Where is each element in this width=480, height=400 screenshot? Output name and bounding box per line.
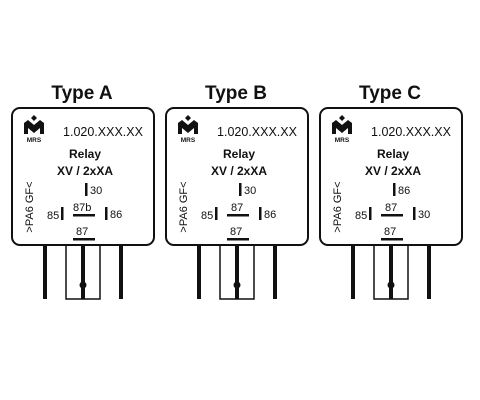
- pin-label-center: 87: [385, 202, 397, 214]
- pin-label-right: 86: [264, 209, 276, 221]
- pin-marker-right: [105, 207, 108, 220]
- part-number: 1.020.XXX.XX: [371, 125, 452, 139]
- pin-label-left: 85: [201, 210, 213, 222]
- part-number: 1.020.XXX.XX: [217, 125, 298, 139]
- pin-label-right: 86: [110, 209, 122, 221]
- part-number: 1.020.XXX.XX: [63, 125, 144, 139]
- pin-marker-center: [381, 214, 403, 217]
- pin-marker-top: [85, 183, 88, 196]
- pin-label-left: 85: [355, 210, 367, 222]
- mrs-logo-icon: MRS: [24, 115, 44, 144]
- pin-marker-right: [413, 207, 416, 220]
- leg-right: [427, 245, 431, 299]
- pin-marker-bottom: [381, 238, 403, 241]
- leg-right: [273, 245, 277, 299]
- material-label: >PA6 GF<: [332, 181, 344, 232]
- pin-label-bottom: 87: [384, 226, 396, 238]
- rating-label: XV / 2xXA: [365, 164, 421, 178]
- pin-marker-center: [73, 214, 95, 217]
- pin-marker-right: [259, 207, 262, 220]
- relay-type-c: Type C MRS 1.020.XXX.XX Relay XV / 2xXA …: [319, 83, 463, 300]
- pin-marker-center: [227, 214, 249, 217]
- leg-center: [389, 245, 393, 299]
- leg-center: [235, 245, 239, 299]
- relay-label: Relay: [377, 147, 409, 161]
- material-label: >PA6 GF<: [24, 181, 36, 232]
- pin-label-top: 86: [398, 185, 410, 197]
- relay-label: Relay: [69, 147, 101, 161]
- pin-marker-bottom: [73, 238, 95, 241]
- type-label: Type A: [51, 83, 113, 104]
- logo-text: MRS: [181, 137, 196, 144]
- logo-text: MRS: [27, 137, 42, 144]
- relay-type-b: Type B MRS 1.020.XXX.XX Relay XV / 2xXA …: [165, 83, 309, 300]
- mrs-logo-icon: MRS: [178, 115, 198, 144]
- leg-right: [119, 245, 123, 299]
- mrs-logo-icon: MRS: [332, 115, 352, 144]
- pin-marker-left: [61, 207, 64, 220]
- type-label: Type B: [205, 83, 267, 104]
- pin-marker-left: [215, 207, 218, 220]
- leg-center: [81, 245, 85, 299]
- leg-left: [43, 245, 47, 299]
- logo-text: MRS: [335, 137, 350, 144]
- pin-label-left: 85: [47, 210, 59, 222]
- material-label: >PA6 GF<: [178, 181, 190, 232]
- type-label: Type C: [359, 83, 421, 104]
- pin-label-right: 30: [418, 209, 430, 221]
- pin-label-bottom: 87: [76, 226, 88, 238]
- leg-left: [197, 245, 201, 299]
- leg-center-dot: [79, 281, 87, 289]
- pin-label-center: 87b: [73, 202, 91, 214]
- rating-label: XV / 2xXA: [57, 164, 113, 178]
- pin-label-top: 30: [90, 185, 102, 197]
- leg-left: [351, 245, 355, 299]
- relay-label: Relay: [223, 147, 255, 161]
- rating-label: XV / 2xXA: [211, 164, 267, 178]
- leg-center-dot: [387, 281, 395, 289]
- pin-label-center: 87: [231, 202, 243, 214]
- pin-marker-top: [239, 183, 242, 196]
- leg-center-dot: [233, 281, 241, 289]
- relay-type-a: Type A MRS 1.020.XXX.XX Relay XV / 2xXA …: [11, 83, 155, 300]
- pin-marker-top: [393, 183, 396, 196]
- pin-label-top: 30: [244, 185, 256, 197]
- pin-marker-left: [369, 207, 372, 220]
- pin-label-bottom: 87: [230, 226, 242, 238]
- pin-marker-bottom: [227, 238, 249, 241]
